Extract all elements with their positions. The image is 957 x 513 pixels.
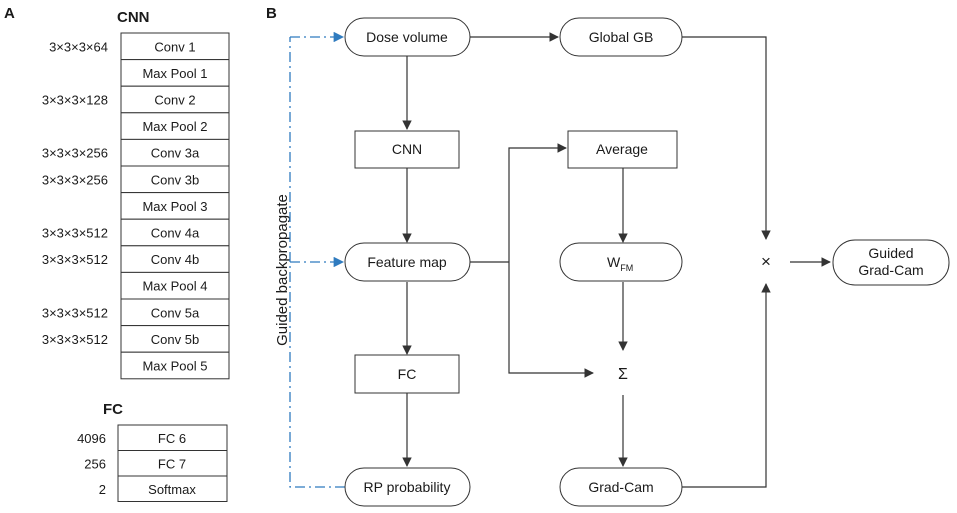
node-dose-volume: Dose volume (344, 17, 471, 57)
layer-cell (120, 165, 230, 194)
layer-cell (120, 32, 230, 61)
layer-name: Conv 2 (154, 93, 195, 108)
layer-cell (120, 298, 230, 327)
node-grad-cam: Grad-Cam (559, 467, 683, 507)
layer-name: Max Pool 5 (142, 359, 207, 374)
guided-backpropagate-label: Guided backpropagate (274, 194, 291, 346)
layer-name: Conv 3b (151, 172, 199, 187)
layer-cell (120, 271, 230, 300)
layer-cell (117, 424, 228, 451)
layer-dimension: 3×3×3×128 (42, 93, 108, 108)
dose-volume-shape (344, 17, 471, 57)
layer-cell (120, 351, 230, 380)
fc-text: FC (398, 366, 417, 382)
layer-name: FC 7 (158, 456, 186, 471)
layer-dimension: 3×3×3×512 (42, 252, 108, 267)
layer-dimension: 256 (84, 456, 106, 471)
layer-dimension: 3×3×3×512 (42, 332, 108, 347)
guided-grad-cam-line2: Grad-Cam (858, 262, 923, 278)
arrow-feature-to-average (508, 143, 567, 262)
layer-dimension: 3×3×3×256 (42, 146, 108, 161)
layer-name: Max Pool 4 (142, 279, 207, 294)
rp-probability-text: RP probability (364, 479, 451, 495)
layer-cell (120, 325, 230, 353)
guided-grad-cam-shape (832, 239, 950, 286)
node-wfm: WFM (559, 242, 683, 282)
layer-name: Conv 5b (151, 332, 199, 347)
guided-vertical-line (289, 37, 345, 488)
node-rp-probability: RP probability (344, 467, 471, 507)
panel-a-label: A (4, 5, 15, 22)
layer-name: FC 6 (158, 431, 186, 446)
connectors (402, 32, 831, 488)
layer-dimension: 2 (99, 482, 106, 497)
layer-name: Max Pool 3 (142, 199, 207, 214)
layer-cell (120, 112, 230, 140)
global-gb-shape (559, 17, 683, 57)
node-guided-grad-cam: Guided Grad-Cam (832, 239, 950, 286)
layer-name: Max Pool 1 (142, 66, 207, 81)
node-feature-map: Feature map (344, 242, 471, 282)
layer-dimension: 3×3×3×64 (49, 39, 108, 54)
grad-cam-text: Grad-Cam (588, 479, 653, 495)
layer-cell (117, 475, 228, 502)
arrow-feature-to-sum (508, 262, 594, 378)
node-cnn: CNN (354, 130, 460, 169)
layer-name: Conv 1 (154, 39, 195, 54)
cnn-section-title: CNN (117, 9, 150, 26)
layer-dimension: 4096 (77, 431, 106, 446)
fc-section-title: FC (103, 401, 123, 418)
sum-symbol: Σ (618, 366, 628, 383)
layer-name: Max Pool 2 (142, 119, 207, 134)
wfm-subscript: FM (620, 263, 633, 273)
arrow-gradcam-to-multiply (682, 283, 771, 488)
layer-name: Conv 5a (151, 305, 200, 320)
node-average: Average (567, 130, 678, 169)
global-gb-text: Global GB (589, 29, 654, 45)
panel-b: B Guided backpropagate (266, 5, 950, 507)
rp-probability-shape (344, 467, 471, 507)
layer-name: Conv 4b (151, 252, 199, 267)
layer-name: Softmax (148, 482, 196, 497)
fc-shape (354, 354, 460, 394)
wfm-text: WFM (607, 254, 633, 273)
multiply-symbol: × (761, 252, 771, 271)
layer-cell (120, 59, 230, 87)
layer-dimension: 3×3×3×256 (42, 172, 108, 187)
node-fc: FC (354, 354, 460, 394)
guided-backprop-lines (289, 31, 345, 488)
panel-b-label: B (266, 5, 277, 22)
layer-dimension: 3×3×3×512 (42, 226, 108, 241)
layer-name: Conv 3a (151, 146, 200, 161)
arrow-global-to-multiply (682, 36, 771, 240)
feature-map-text: Feature map (367, 254, 447, 270)
layer-cell (120, 218, 230, 247)
average-shape (567, 130, 678, 169)
guided-grad-cam-line1: Guided (868, 245, 913, 261)
layer-name: Conv 4a (151, 226, 200, 241)
grad-cam-shape (559, 467, 683, 507)
dose-volume-text: Dose volume (366, 29, 448, 45)
layer-dimension: 3×3×3×512 (42, 305, 108, 320)
wfm-main: W (607, 254, 621, 270)
node-global-gb: Global GB (559, 17, 683, 57)
average-text: Average (596, 141, 648, 157)
feature-map-shape (344, 242, 471, 282)
wfm-shape (559, 242, 683, 282)
cnn-shape (354, 130, 460, 169)
cnn-text: CNN (392, 141, 422, 157)
